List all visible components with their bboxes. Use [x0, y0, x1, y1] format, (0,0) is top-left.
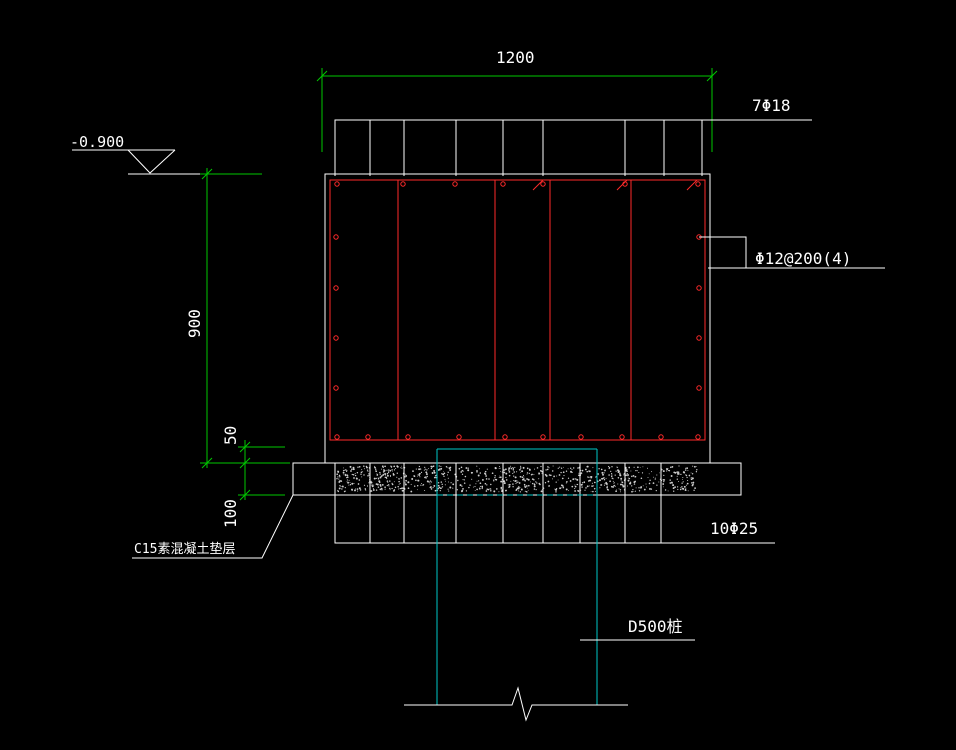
top-bars-label: 7Φ18	[752, 96, 791, 115]
pile	[436, 448, 598, 705]
top-rebar-dots	[334, 181, 701, 187]
cushion-layer-label: C15素混凝土垫层	[134, 541, 235, 557]
bottom-bars-leader	[334, 463, 775, 544]
pile-label: D500桩	[628, 617, 683, 636]
cushion-leader	[132, 494, 294, 559]
cushion-dimension-label: 100	[221, 499, 240, 528]
height-dimension	[200, 168, 290, 501]
width-dimension-label: 1200	[496, 48, 535, 67]
elevation-label: -0.900	[70, 133, 124, 151]
stirrup-leader	[699, 236, 885, 269]
stirrup-label: Φ12@200(4)	[755, 249, 851, 268]
bottom-bars-label: 10Φ25	[710, 519, 758, 538]
elevation-marker: -0.900	[70, 133, 262, 175]
side-rebar-dots	[333, 234, 702, 391]
pile-break-line	[404, 686, 628, 722]
height-dimension-label: 900	[185, 309, 204, 338]
pile-cap-outline	[324, 173, 711, 464]
bottom-rebar-dots	[334, 434, 701, 440]
cover-dimension-label: 50	[221, 426, 240, 445]
width-dimension	[316, 68, 718, 152]
stirrup-cage	[329, 179, 706, 441]
top-bars-leader	[334, 119, 812, 176]
cushion-concrete-hatch	[336, 465, 698, 493]
